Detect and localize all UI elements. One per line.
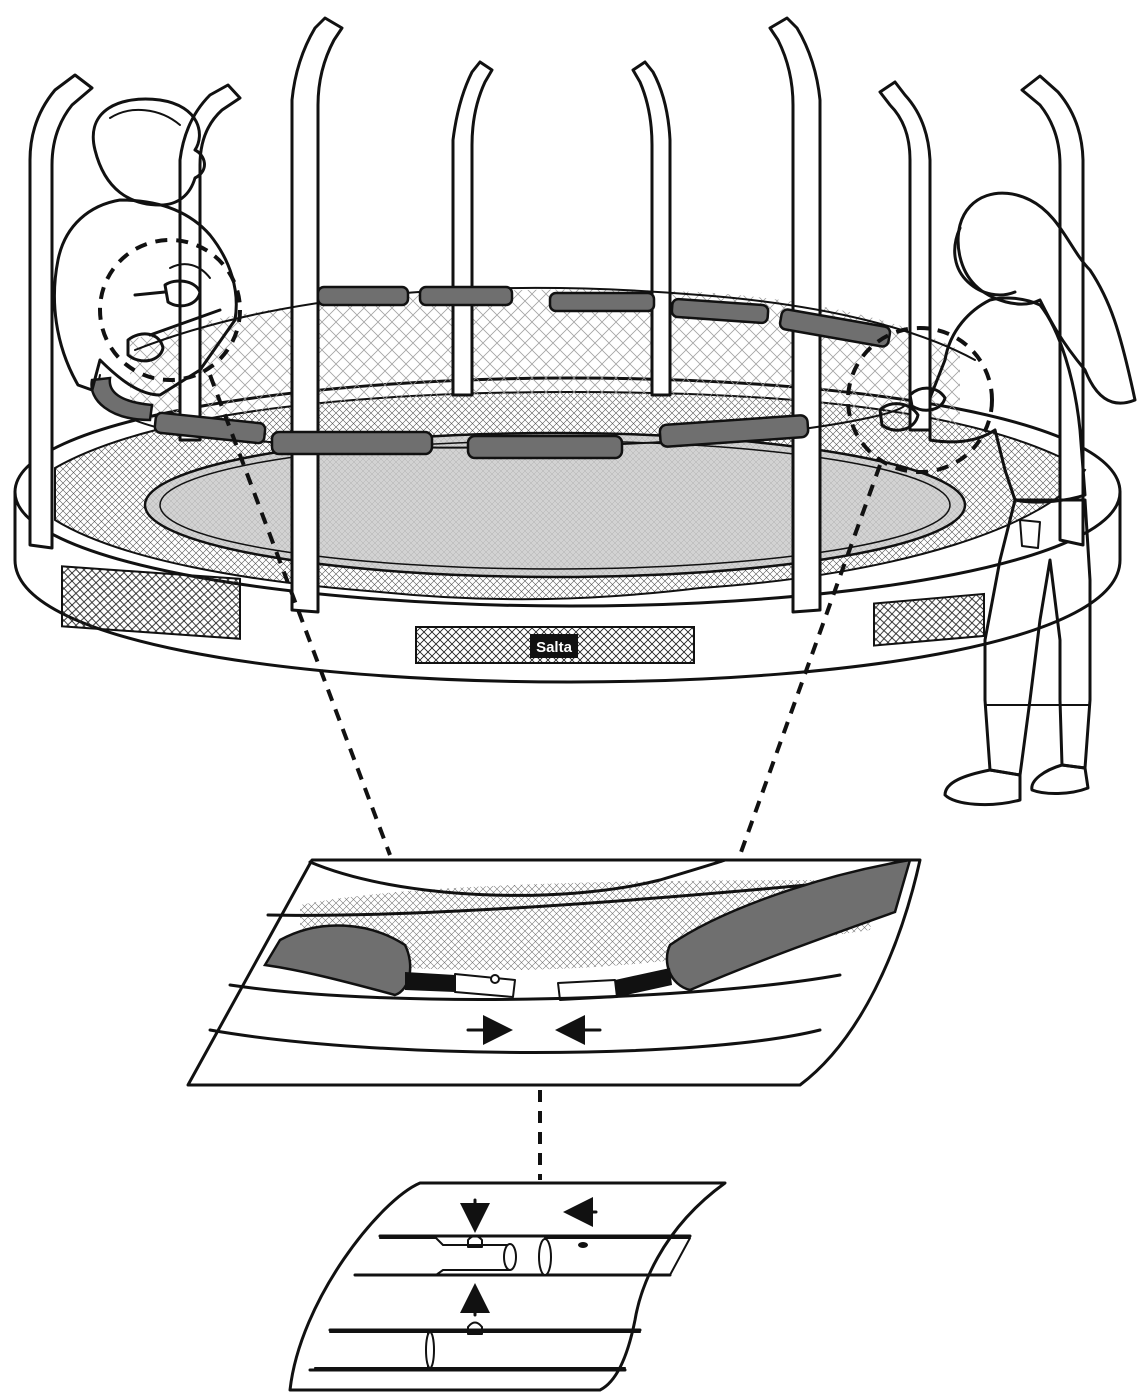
enclosure-pole [290,16,344,614]
jumping-mat [143,431,967,579]
person-right-hand [908,386,947,412]
top-ring-rod [134,286,976,361]
trampoline: Salta [13,16,1122,684]
foam-pad [316,285,410,307]
zoom-panel-pad-connection [186,858,922,1087]
zoom-foam-pad-left [262,924,412,997]
brand-logo: Salta [536,639,573,656]
zoom-foam-pad-right [665,858,912,992]
person-left-hand [126,332,165,363]
frame-skirt-panel-right [873,592,985,647]
person-right-hand [878,402,920,432]
person-right [878,191,1137,806]
zoom-rod-left [405,972,455,992]
foam-pad [548,291,656,313]
foam-pad [270,430,434,456]
detail-callout-circle-right [846,326,994,474]
person-left-hand [163,279,202,308]
person-left-torso [53,198,238,397]
zoom-rod-connector-right [557,979,618,1001]
foam-pads [90,285,892,460]
enclosure-poles [28,16,1085,614]
zoom-rod-connector-left [454,973,516,998]
person-right-face [953,226,1017,297]
detail-push-pin [467,1235,483,1248]
foam-pad [778,308,892,348]
enclosure-net-back [130,289,960,430]
zoom-rod-right [615,968,672,997]
foam-pad [90,376,154,422]
person-right-shoe [1030,763,1090,795]
foam-pad [658,414,810,448]
foam-pad [153,411,267,445]
person-right-legs [983,498,1092,777]
detail-rod-assembled [314,1331,429,1369]
detail-rod-male [379,1237,511,1276]
enclosure-pole [451,60,494,397]
person-left [53,97,238,397]
detail-callout-circle-left [98,238,242,382]
enclosure-pole [631,60,672,397]
foam-pad [466,434,624,460]
detail-pin-hole [578,1242,588,1248]
callout-connector-line [738,464,882,856]
zoom-panel-pin-detail [288,1181,727,1392]
foam-pad [418,285,514,307]
person-right-shoe [943,768,1022,806]
enclosure-pole [1020,74,1085,547]
foam-pad [670,297,770,325]
detail-rod-female [544,1237,691,1276]
enclosure-pole [878,80,932,432]
frame-skirt-panel-left [61,565,241,640]
person-right-torso [928,296,1087,504]
zoom-push-pin [490,974,500,984]
brand-logo-box [530,634,578,658]
callout-connector-line [208,374,392,856]
detail-push-pin-assembled [467,1321,483,1335]
enclosure-pole [28,73,94,550]
